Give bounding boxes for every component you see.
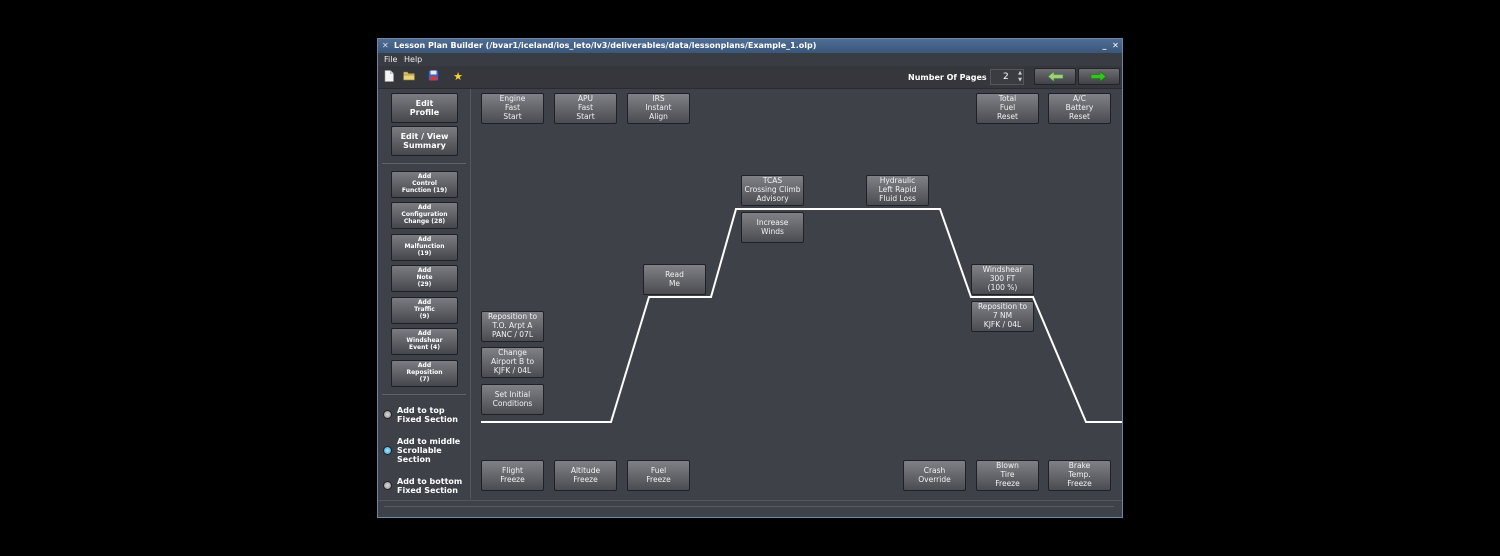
lesson-plan-builder-window: ✕ Lesson Plan Builder (/bvar1/iceland/io… [377, 38, 1123, 518]
title-bar[interactable]: ✕ Lesson Plan Builder (/bvar1/iceland/io… [378, 39, 1122, 53]
number-of-pages-spinbox[interactable]: 2 ▲▼ [990, 69, 1024, 85]
event-reposition-7nm[interactable]: Reposition to 7 NM KJFK / 04L [971, 301, 1034, 332]
toolbar: ★ Number Of Pages : 2 ▲▼ [378, 66, 1122, 89]
event-read-me[interactable]: Read Me [643, 264, 706, 295]
flight-profile-line [481, 208, 1122, 423]
next-page-button[interactable] [1078, 68, 1120, 85]
sidebar: Edit Profile Edit / View Summary Add Con… [378, 89, 471, 499]
status-divider [384, 506, 1114, 507]
add-control-function-button[interactable]: Add Control Function (19) [391, 171, 458, 198]
previous-page-button[interactable] [1034, 68, 1076, 85]
event-windshear-300ft[interactable]: Windshear 300 FT (100 %) [971, 264, 1034, 295]
lesson-profile-canvas: Engine Fast Start APU Fast Start IRS Ins… [471, 89, 1122, 499]
edit-profile-button[interactable]: Edit Profile [391, 93, 458, 123]
event-change-airport-b[interactable]: Change Airport B to KJFK / 04L [481, 347, 544, 378]
event-increase-winds[interactable]: Increase Winds [741, 212, 804, 243]
sidebar-divider [382, 394, 466, 395]
close-button[interactable]: ✕ [1112, 41, 1119, 50]
add-configuration-change-button[interactable]: Add Configuration Change (28) [391, 202, 458, 229]
sidebar-divider [382, 163, 466, 164]
event-engine-fast-start[interactable]: Engine Fast Start [481, 93, 544, 124]
favorite-star-icon[interactable]: ★ [453, 70, 463, 83]
event-fuel-freeze[interactable]: Fuel Freeze [627, 460, 690, 491]
add-note-button[interactable]: Add Note (29) [391, 265, 458, 292]
menu-help[interactable]: Help [404, 55, 423, 64]
event-total-fuel-reset[interactable]: Total Fuel Reset [976, 93, 1039, 124]
radio-label-middle: Add to middle Scrollable Section [397, 437, 461, 465]
event-ac-battery-reset[interactable]: A/C Battery Reset [1048, 93, 1111, 124]
event-apu-fast-start[interactable]: APU Fast Start [554, 93, 617, 124]
add-traffic-button[interactable]: Add Traffic (9) [391, 297, 458, 324]
event-brake-temp-freeze[interactable]: Brake Temp. Freeze [1048, 460, 1111, 491]
arrow-right-icon [1090, 70, 1107, 83]
radio-middle-scrollable[interactable] [383, 446, 392, 455]
event-irs-instant-align[interactable]: IRS Instant Align [627, 93, 690, 124]
open-folder-icon[interactable] [403, 70, 415, 83]
number-of-pages-value: 2 [1003, 72, 1009, 82]
placement-middle-option[interactable]: Add to middle Scrollable Section [383, 437, 468, 465]
event-reposition-to-takeoff[interactable]: Reposition to T.O. Arpt A PANC / 07L [481, 311, 544, 342]
add-reposition-button[interactable]: Add Reposition (7) [391, 360, 458, 387]
app-icon: ✕ [382, 41, 389, 50]
event-set-initial-conditions[interactable]: Set Initial Conditions [481, 384, 544, 415]
event-hydraulic-fluid-loss[interactable]: Hydraulic Left Rapid Fluid Loss [866, 175, 929, 206]
placement-top-option[interactable]: Add to top Fixed Section [383, 406, 468, 434]
edit-view-summary-button[interactable]: Edit / View Summary [391, 126, 458, 156]
minimize-button[interactable]: _ [1102, 41, 1107, 50]
window-title: Lesson Plan Builder (/bvar1/iceland/ios_… [394, 41, 817, 50]
event-blown-tire-freeze[interactable]: Blown Tire Freeze [976, 460, 1039, 491]
placement-bottom-option[interactable]: Add to bottom Fixed Section [383, 477, 468, 505]
menu-file[interactable]: File [384, 55, 398, 64]
spinbox-arrows-icon[interactable]: ▲▼ [1018, 70, 1022, 83]
event-flight-freeze[interactable]: Flight Freeze [481, 460, 544, 491]
event-crash-override[interactable]: Crash Override [903, 460, 966, 491]
new-file-icon[interactable] [383, 70, 395, 83]
save-icon[interactable] [427, 70, 439, 83]
radio-top-fixed[interactable] [383, 410, 392, 419]
add-windshear-event-button[interactable]: Add Windshear Event (4) [391, 328, 458, 355]
number-of-pages-label: Number Of Pages : [908, 73, 993, 82]
menu-bar: File Help [378, 53, 1122, 66]
radio-label-bottom: Add to bottom Fixed Section [397, 477, 463, 496]
event-altitude-freeze[interactable]: Altitude Freeze [554, 460, 617, 491]
radio-bottom-fixed[interactable] [383, 481, 392, 490]
event-tcas-crossing-climb[interactable]: TCAS Crossing Climb Advisory [741, 175, 804, 206]
add-malfunction-button[interactable]: Add Malfunction (19) [391, 234, 458, 261]
arrow-left-icon [1047, 70, 1064, 83]
status-bar [378, 500, 1122, 517]
radio-label-top: Add to top Fixed Section [397, 406, 458, 425]
